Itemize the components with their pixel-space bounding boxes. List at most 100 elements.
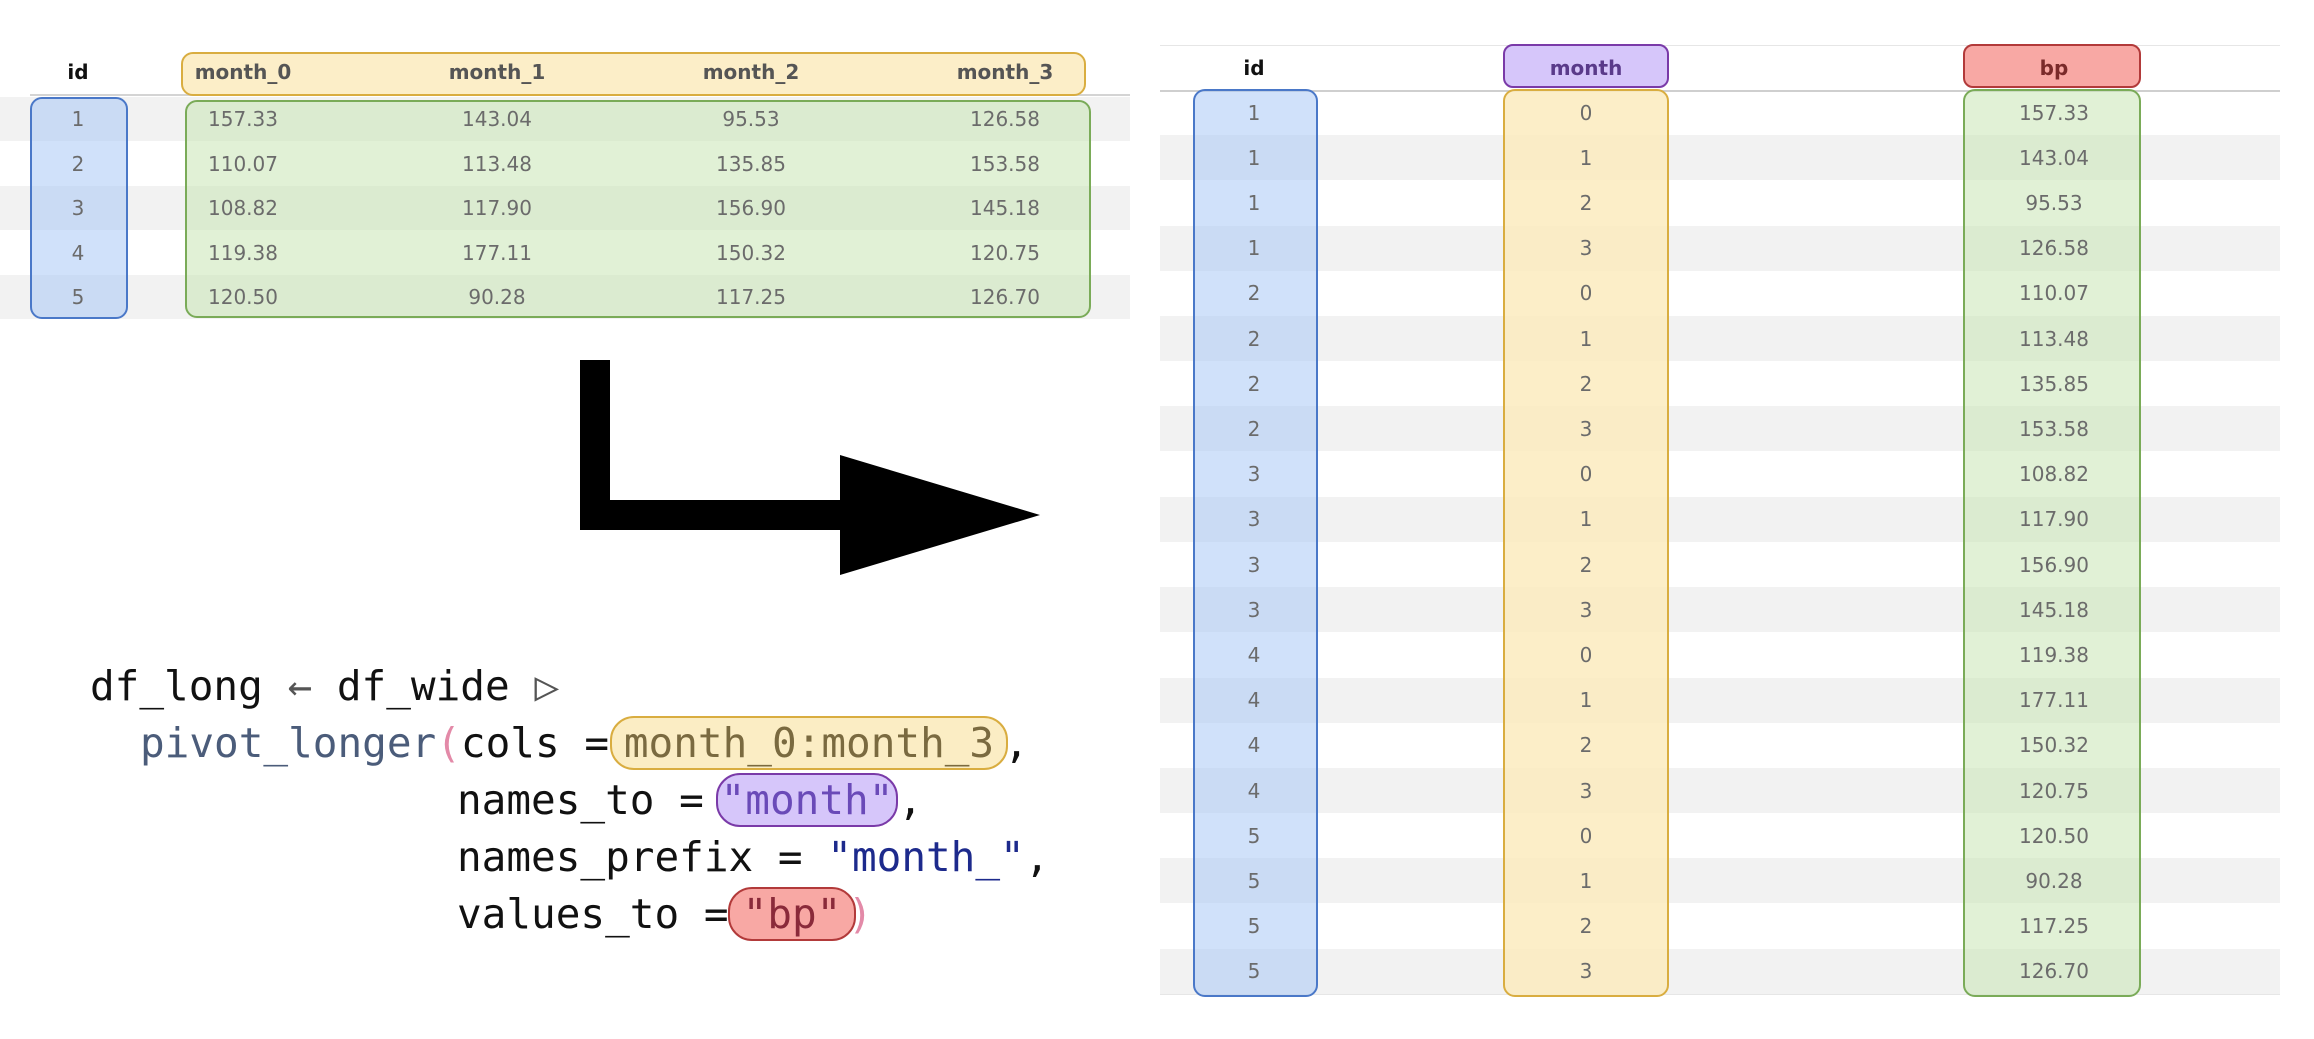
long-cell: 113.48 (2019, 326, 2089, 351)
long-cell: 1 (1247, 100, 1261, 125)
long-cell: 143.04 (2019, 145, 2089, 170)
long-cell: 119.38 (2019, 642, 2089, 667)
long-header-bp: bp (2039, 56, 2069, 80)
long-cell: 1 (1247, 236, 1261, 261)
df-long-token: df_long (90, 662, 263, 710)
wide-cell: 157.33 (208, 107, 278, 132)
df-wide-token: df_wide (336, 662, 510, 710)
code-line-1: df_long ← df_wide ▷ (90, 658, 559, 714)
wide-cell: 126.58 (970, 107, 1040, 132)
long-cell: 3 (1247, 552, 1261, 577)
wide-cell: 1 (71, 107, 85, 132)
wide-header-month-0: month_0 (194, 60, 292, 84)
wide-cell: 4 (71, 240, 85, 265)
long-cell: 2 (1579, 371, 1593, 396)
long-cell: 1 (1579, 145, 1593, 170)
long-cell: 3 (1247, 462, 1261, 487)
long-cell: 3 (1579, 597, 1593, 622)
wide-header-month-2: month_2 (702, 60, 800, 84)
long-cell: 0 (1579, 642, 1593, 667)
wide-cell: 177.11 (462, 240, 532, 265)
wide-cell: 117.25 (716, 285, 786, 310)
wide-cell: 117.90 (462, 196, 532, 221)
wide-cell: 150.32 (716, 240, 786, 265)
long-cell: 0 (1579, 462, 1593, 487)
wide-header-month-3: month_3 (956, 60, 1054, 84)
long-cell: 135.85 (2019, 371, 2089, 396)
long-cell: 3 (1247, 507, 1261, 532)
long-cell: 1 (1579, 868, 1593, 893)
cols-comma: , (1004, 719, 1029, 767)
long-header-id: id (1243, 56, 1265, 80)
wide-cell: 153.58 (970, 151, 1040, 176)
wide-cell: 143.04 (462, 107, 532, 132)
long-cell: 1 (1579, 326, 1593, 351)
long-cell: 117.25 (2019, 914, 2089, 939)
long-bp-highlight (1963, 89, 2141, 997)
long-month-header-pill (1503, 44, 1669, 88)
long-cell: 153.58 (2019, 416, 2089, 441)
cols-arg: cols = (460, 719, 610, 767)
long-cell: 4 (1247, 642, 1261, 667)
long-cell: 3 (1579, 959, 1593, 984)
long-cell: 2 (1579, 190, 1593, 215)
names-prefix-value: "month_" (827, 833, 1025, 881)
long-cell: 1 (1579, 688, 1593, 713)
long-cell: 5 (1247, 959, 1261, 984)
long-bottom-rule (1160, 994, 2280, 995)
long-cell: 1 (1247, 145, 1261, 170)
long-cell: 157.33 (2019, 100, 2089, 125)
long-top-rule (1160, 45, 2280, 46)
pipe-token: ▷ (509, 662, 560, 710)
long-cell: 5 (1247, 914, 1261, 939)
long-cell: 2 (1247, 371, 1261, 396)
long-cell: 2 (1247, 281, 1261, 306)
wide-cell: 110.07 (208, 151, 278, 176)
open-paren: ( (436, 719, 461, 767)
function-name: pivot_longer (140, 719, 437, 767)
long-cell: 95.53 (2025, 190, 2083, 215)
long-cell: 0 (1579, 823, 1593, 848)
long-header-rule (1160, 90, 2280, 92)
wide-values-highlight (185, 100, 1091, 318)
long-cell: 2 (1579, 733, 1593, 758)
wide-cell: 156.90 (716, 196, 786, 221)
long-cell: 117.90 (2019, 507, 2089, 532)
wide-cell: 145.18 (970, 196, 1040, 221)
values-to-value-pill: "bp" (728, 887, 856, 941)
wide-cell: 95.53 (722, 107, 780, 132)
wide-cell: 3 (71, 196, 85, 221)
long-cell: 2 (1579, 914, 1593, 939)
wide-cell: 2 (71, 151, 85, 176)
values-to-arg: values_to = (457, 890, 729, 938)
wide-cell: 90.28 (468, 285, 526, 310)
cols-value-pill: month_0:month_3 (610, 716, 1008, 770)
wide-cell: 5 (71, 285, 85, 310)
code-line-2: pivot_longer(cols = (140, 715, 609, 771)
long-cell: 177.11 (2019, 688, 2089, 713)
long-cell: 4 (1247, 733, 1261, 758)
code-block: df_long ← df_wide ▷ pivot_longer(cols = … (0, 640, 1130, 941)
wide-id-highlight (30, 97, 128, 319)
long-cell: 120.50 (2019, 823, 2089, 848)
wide-cell: 120.50 (208, 285, 278, 310)
long-cell: 2 (1579, 552, 1593, 577)
long-cell: 3 (1579, 416, 1593, 441)
names-to-arg: names_to = (457, 776, 729, 824)
wide-header-id: id (67, 60, 89, 84)
wide-cell: 135.85 (716, 151, 786, 176)
wide-cell: 108.82 (208, 196, 278, 221)
long-cell: 3 (1579, 236, 1593, 261)
long-cell: 2 (1247, 416, 1261, 441)
names-prefix-arg: names_prefix = (457, 833, 828, 881)
long-cell: 150.32 (2019, 733, 2089, 758)
long-cell: 145.18 (2019, 597, 2089, 622)
long-cell: 5 (1247, 823, 1261, 848)
long-cell: 126.70 (2019, 959, 2089, 984)
names-prefix-comma: , (1024, 833, 1050, 881)
long-cell: 108.82 (2019, 462, 2089, 487)
wide-cell: 126.70 (970, 285, 1040, 310)
long-bp-header-pill (1963, 44, 2141, 88)
